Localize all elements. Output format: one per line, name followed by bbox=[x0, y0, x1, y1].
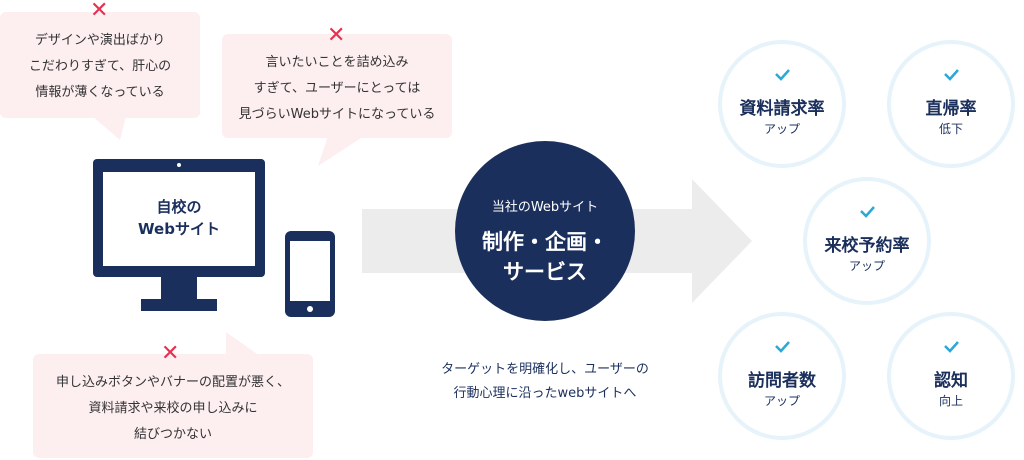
outcome-1-sub: アップ bbox=[763, 122, 800, 136]
service-circle: 当社のWebサイト 制作・企画・ サービス bbox=[455, 141, 635, 321]
flow-arrow-head bbox=[692, 179, 752, 303]
outcome-circle-2: 直帰率 低下 bbox=[887, 40, 1015, 168]
service-circle-title-line-1: 制作・企画・ bbox=[482, 230, 608, 254]
problem-2-line-2: すぎて、ユーザーにとっては bbox=[253, 81, 421, 96]
problem-2-line-3: 見づらいWebサイトになっている bbox=[238, 107, 436, 122]
outcome-circle-3: 来校予約率 アップ bbox=[803, 177, 931, 305]
smartphone bbox=[285, 231, 335, 317]
outcome-5-sub: 向上 bbox=[938, 394, 963, 408]
cross-icon: ✕ bbox=[327, 23, 346, 48]
service-circle-title-line-2: サービス bbox=[503, 260, 587, 284]
outcome-circle-1: 資料請求率 アップ bbox=[718, 40, 846, 168]
outcome-2-sub: 低下 bbox=[938, 122, 963, 136]
cross-icon: ✕ bbox=[161, 341, 180, 366]
problem-2-line-1: 言いたいことを詰め込み bbox=[265, 55, 409, 70]
center-caption-line-1: ターゲットを明確化し、ユーザーの bbox=[441, 362, 649, 377]
outcome-2-title: 直帰率 bbox=[925, 99, 977, 119]
check-icon bbox=[944, 69, 959, 81]
outcome-5-title: 認知 bbox=[934, 371, 968, 391]
outcome-circle-5: 認知 向上 bbox=[887, 312, 1015, 440]
problem-3-line-3: 結びつかない bbox=[133, 427, 212, 442]
check-icon bbox=[944, 341, 959, 353]
desktop-monitor: 自校の Webサイト bbox=[93, 159, 265, 277]
outcome-4-sub: アップ bbox=[763, 394, 800, 408]
monitor-label-line-2: Webサイト bbox=[138, 220, 220, 238]
outcome-4-title: 訪問者数 bbox=[748, 371, 816, 391]
problem-bubble-1: デザインや演出ばかり こだわりすぎて、肝心の 情報が薄くなっている bbox=[0, 12, 200, 118]
problem-1-line-2: こだわりすぎて、肝心の bbox=[28, 59, 172, 74]
cross-icon: ✕ bbox=[90, 0, 109, 23]
smartphone-screen bbox=[290, 241, 330, 301]
smartphone-home-button bbox=[307, 306, 313, 312]
center-caption: ターゲットを明確化し、ユーザーの 行動心理に沿ったwebサイトへ bbox=[425, 358, 665, 406]
monitor-screen: 自校の Webサイト bbox=[103, 172, 255, 266]
outcome-circle-4: 訪問者数 アップ bbox=[718, 312, 846, 440]
problem-3-line-1: 申し込みボタンやバナーの配置が悪く、 bbox=[55, 375, 290, 390]
problem-1-line-3: 情報が薄くなっている bbox=[35, 85, 165, 100]
monitor-stand bbox=[141, 299, 217, 311]
check-icon bbox=[775, 341, 790, 353]
problem-bubble-2-tail bbox=[318, 136, 364, 166]
monitor-camera bbox=[177, 163, 181, 167]
outcome-1-title: 資料請求率 bbox=[739, 99, 825, 119]
monitor-neck bbox=[161, 277, 197, 299]
check-icon bbox=[775, 69, 790, 81]
problem-1-line-1: デザインや演出ばかり bbox=[34, 33, 166, 48]
problem-bubble-3-tail bbox=[222, 330, 262, 360]
problem-bubble-2: 言いたいことを詰め込み すぎて、ユーザーにとっては 見づらいWebサイトになって… bbox=[222, 34, 452, 138]
outcome-3-sub: アップ bbox=[848, 259, 885, 273]
problem-3-line-2: 資料請求や来校の申し込みに bbox=[88, 401, 258, 416]
check-icon bbox=[860, 206, 875, 218]
problem-bubble-1-tail bbox=[92, 116, 126, 140]
outcome-3-title: 来校予約率 bbox=[824, 236, 910, 256]
center-caption-line-2: 行動心理に沿ったwebサイトへ bbox=[453, 386, 637, 401]
monitor-label-line-1: 自校の bbox=[156, 198, 202, 216]
problem-bubble-3: 申し込みボタンやバナーの配置が悪く、 資料請求や来校の申し込みに 結びつかない bbox=[33, 354, 313, 458]
service-circle-subtitle: 当社のWebサイト bbox=[491, 200, 599, 215]
